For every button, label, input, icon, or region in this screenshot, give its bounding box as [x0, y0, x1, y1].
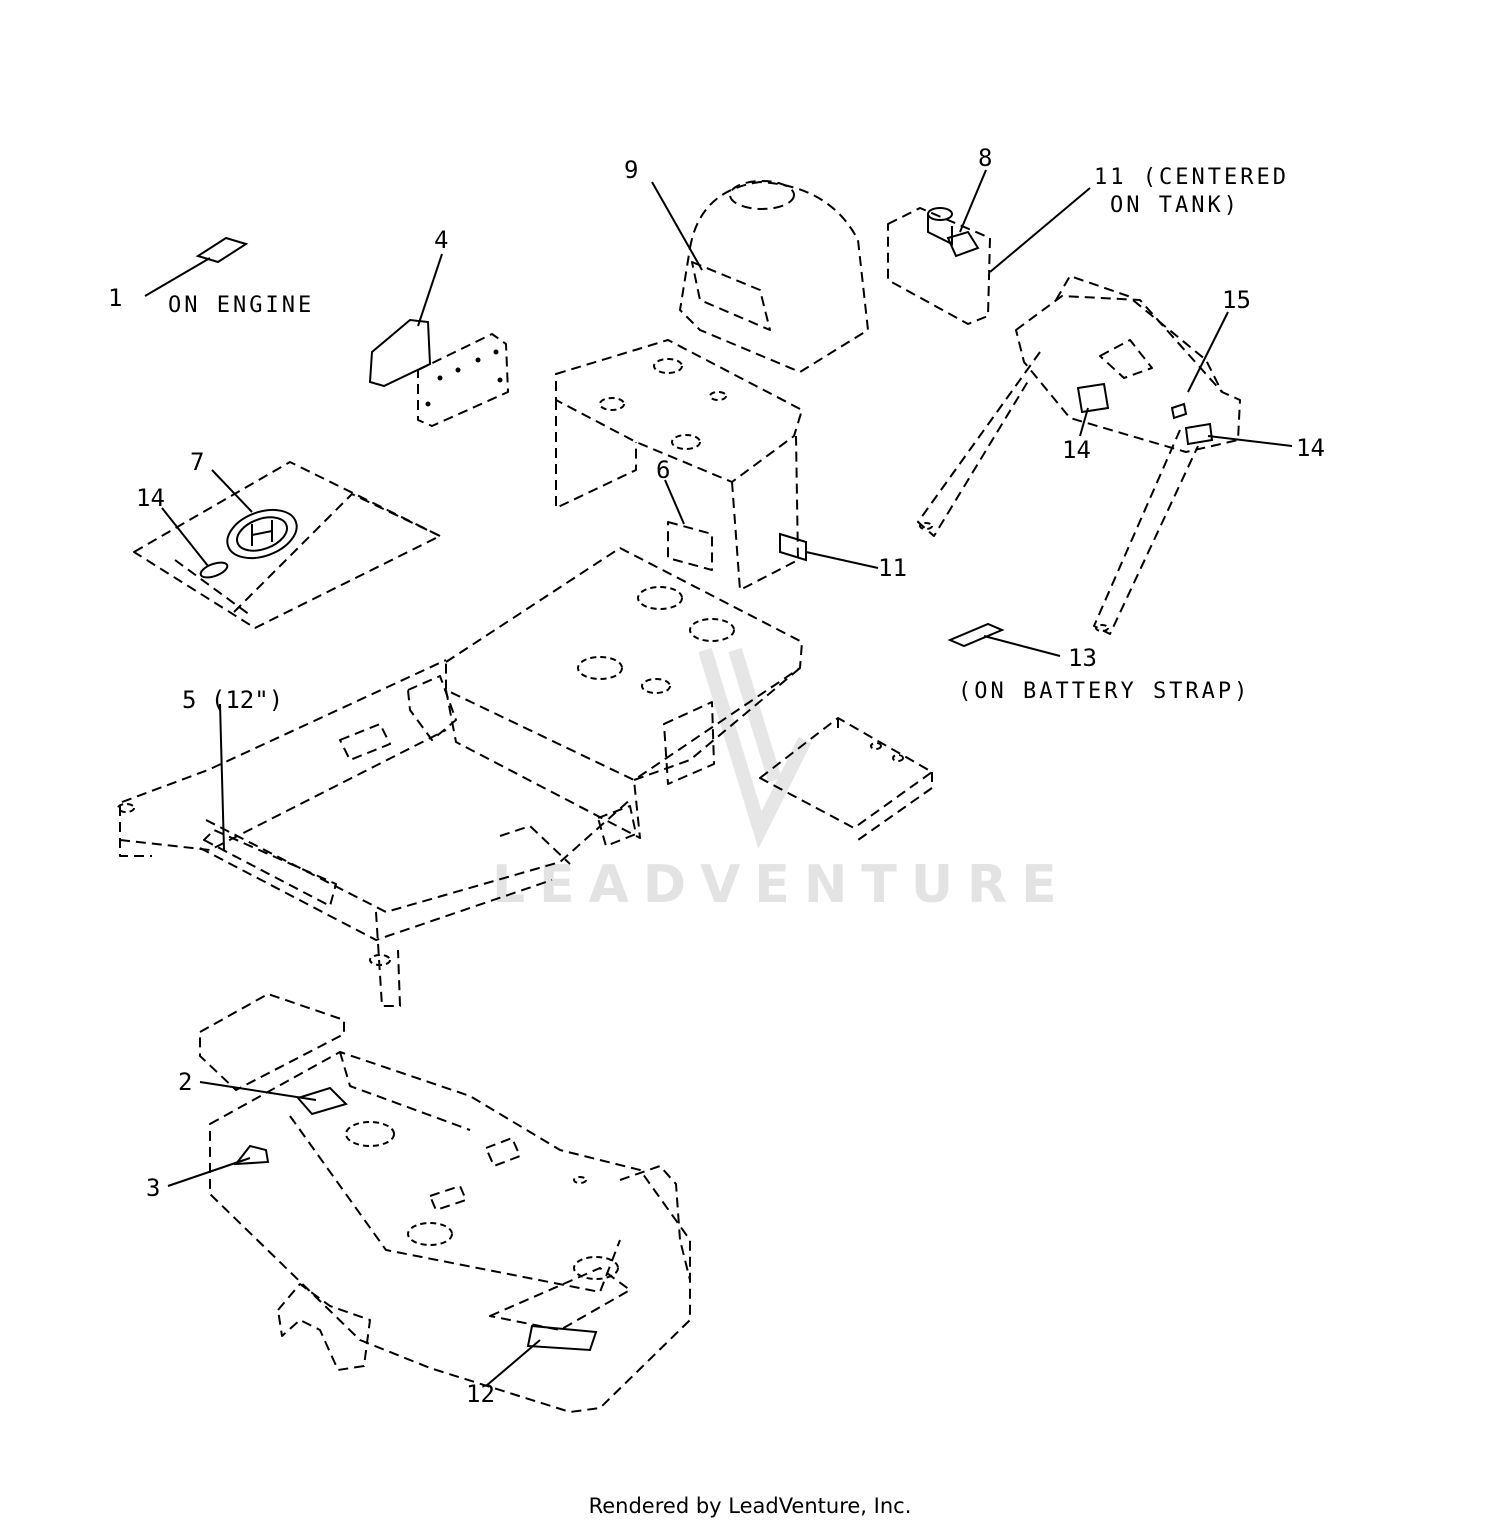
callout-8: 8: [978, 144, 992, 172]
rops-bar: [917, 275, 1293, 635]
callout-14-hood: 14: [136, 484, 165, 512]
hood-with-logo: [133, 461, 441, 629]
callout-labels: 1 ON ENGINE 2 3 4 5 (12") 6 7 8 9 11 (CE…: [108, 144, 1325, 1408]
reservoir-8: [887, 169, 1091, 325]
callout-5-12in: 5 (12"): [182, 686, 283, 714]
callout-7: 7: [190, 448, 204, 476]
callout-1: 1: [108, 284, 122, 312]
callout-11-tank-line2: ON TANK): [1110, 193, 1240, 218]
callout-6: 6: [656, 456, 670, 484]
note-on-battery-strap: (ON BATTERY STRAP): [958, 679, 1250, 704]
callout-4: 4: [434, 226, 448, 254]
callout-12: 12: [466, 1380, 495, 1408]
floor-pan: [759, 717, 933, 841]
seat-support-box: [555, 339, 879, 591]
main-frame: [117, 547, 803, 1007]
callout-14-rops-left: 14: [1062, 436, 1091, 464]
decal-1-engine: [144, 236, 249, 297]
callout-14-rops-right: 14: [1296, 434, 1325, 462]
callout-3: 3: [146, 1174, 160, 1202]
callout-9: 9: [624, 156, 638, 184]
mower-deck: [167, 993, 691, 1413]
footer-credit: Rendered by LeadVenture, Inc.: [588, 1494, 912, 1518]
decal-13-battery-strap: [947, 622, 1061, 657]
decal-4-panel: [368, 253, 509, 427]
watermark-text: LEADVENTURE: [492, 855, 1071, 915]
note-on-engine: ON ENGINE: [168, 293, 314, 318]
callout-13: 13: [1068, 644, 1097, 672]
callout-15: 15: [1222, 286, 1251, 314]
callout-11-tank-line1: 11 (CENTERED: [1094, 165, 1289, 190]
callout-11: 11: [878, 554, 907, 582]
leadventure-watermark: LEADVENTURE: [492, 647, 1071, 915]
fuel-tank: [651, 180, 869, 373]
callout-2: 2: [178, 1068, 192, 1096]
